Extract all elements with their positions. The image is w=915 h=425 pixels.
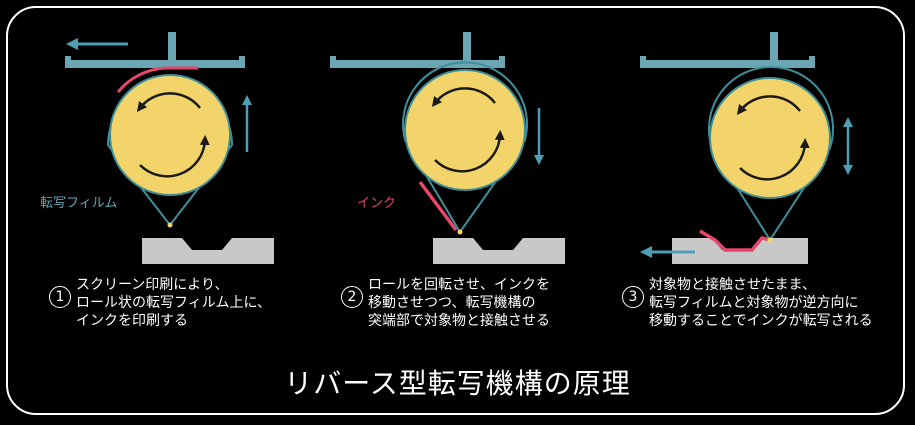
head-stem <box>463 32 471 62</box>
film-tip <box>767 237 773 243</box>
outer-frame <box>6 6 905 415</box>
head-plate <box>640 60 815 68</box>
rotate-arrow-bottom <box>434 130 505 173</box>
page-title: リバース型転写機構の原理 <box>284 367 631 400</box>
head-side-left <box>640 56 646 68</box>
head-stem <box>168 32 176 62</box>
step-2-caption: ロールを回転させ、インクを 移動させつつ、転写機構の 突端部で対象物と接触させる <box>368 276 550 330</box>
ink-layer <box>418 180 458 232</box>
head-side-left <box>330 56 336 68</box>
head-plate <box>65 60 245 68</box>
step-3-caption: 対象物と接触させたまま、 転写フィルムと対象物が逆方向に 移動することでインクが… <box>649 276 873 330</box>
step-2-line-3: 突端部で対象物と接触させる <box>368 313 550 329</box>
step-3-line-1: 対象物と接触させたまま、 <box>649 277 817 293</box>
step-3-number: 3 <box>622 286 644 308</box>
step-2-line-2: 移動させつつ、転写機構の <box>368 295 536 311</box>
panel-3 <box>640 32 853 264</box>
step-2-line-1: ロールを回転させ、インクを <box>368 277 550 293</box>
rotate-arrow-top <box>431 87 496 107</box>
head-plate <box>330 60 505 68</box>
step-1-caption: スクリーン印刷により、 ロール状の転写フィルム上に、 インクを印刷する <box>76 276 271 330</box>
transferred-ink <box>699 229 771 252</box>
rotate-arrow-top <box>136 92 201 112</box>
rotate-arrow-bottom <box>139 135 210 178</box>
transfer-film <box>708 65 834 242</box>
panel-1 <box>65 32 274 264</box>
step-1-line-1: スクリーン印刷により、 <box>76 277 229 293</box>
step-1-line-2: ロール状の転写フィルム上に、 <box>76 295 272 311</box>
rotate-arrow-top <box>736 95 801 115</box>
target-object <box>142 238 274 264</box>
transfer-film <box>402 61 528 234</box>
head-side-left <box>65 56 71 68</box>
film-label: 転写フィルム <box>40 196 118 211</box>
step-1-number: 1 <box>49 286 71 308</box>
step-2-number: 2 <box>341 286 363 308</box>
target-object <box>433 238 565 264</box>
film-tip <box>457 229 463 235</box>
step-3-line-3: 移動することでインクが転写される <box>649 313 873 329</box>
ink-layer <box>116 66 198 93</box>
ink-label: インク <box>357 196 397 211</box>
step-1-line-3: インクを印刷する <box>76 313 188 329</box>
rotate-arrow-bottom <box>739 138 810 181</box>
head-side-right <box>809 56 815 68</box>
head-stem <box>770 32 778 62</box>
panel-2 <box>330 32 565 264</box>
head-side-right <box>239 56 245 68</box>
head-side-right <box>499 56 505 68</box>
step-3-line-2: 転写フィルムと対象物が逆方向に <box>649 295 859 311</box>
film-tip <box>167 222 173 228</box>
